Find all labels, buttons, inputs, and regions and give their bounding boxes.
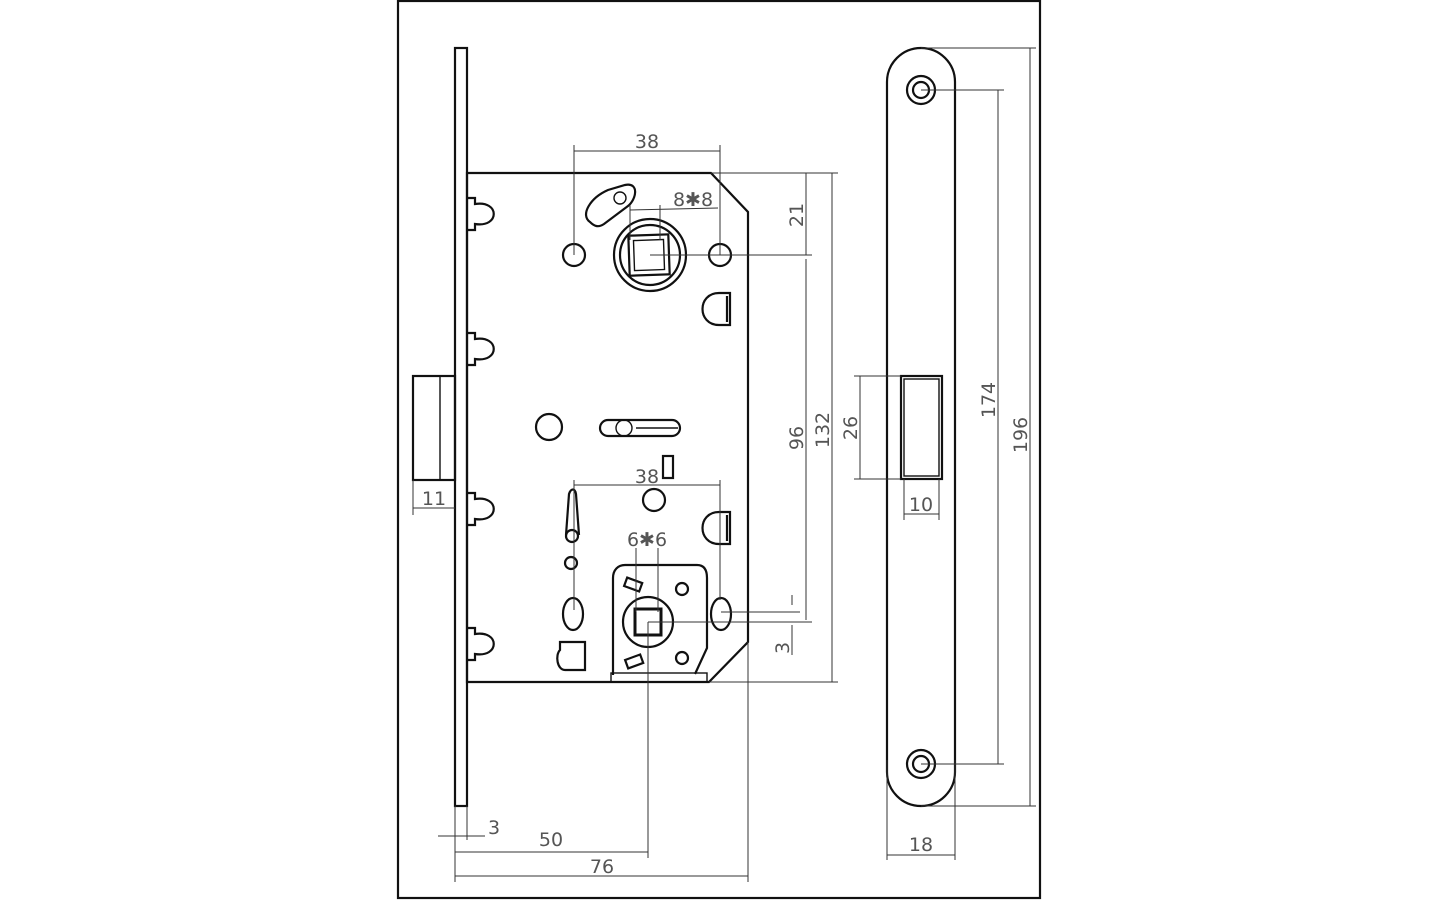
d-hole [701,291,732,327]
dim-faceplate-thickness: 3 [488,817,500,839]
drawing-frame [396,0,1042,900]
dim-opening-height: 26 [840,416,862,440]
strike-dimension-lines [854,47,1036,860]
dim-3-offset: 3 [772,642,794,654]
d-hole [701,510,732,546]
upper-slot [584,183,637,228]
small-slot [661,454,675,480]
dim-top-hole-spacing: 38 [635,131,659,153]
mounting-hooks [467,196,495,662]
latch-bolt [411,374,457,482]
knob-cutout [556,640,587,672]
strike-plate [885,46,957,808]
middle-slot [598,418,682,438]
dim-latch-projection: 11 [422,488,446,510]
dim-lower-hole-spacing: 38 [635,466,659,488]
lower-spindle-plate [610,563,709,683]
dim-opening-width: 10 [909,494,933,516]
strike-dimension-labels: 26 10 174 196 18 [840,382,1032,856]
dim-spindle-square: 8✱8 [673,189,713,211]
oval-hole [709,596,733,632]
dim-backset: 50 [539,829,563,851]
dim-132: 132 [812,412,834,448]
dim-21: 21 [786,203,808,227]
mount-hole [641,487,667,513]
lock-body [465,171,750,684]
oval-hole [561,596,585,632]
lock-dimension-labels: 38 8✱8 21 96 132 3 38 6✱6 11 3 50 76 [422,131,834,878]
mount-hole [534,412,564,442]
dim-96: 96 [786,426,808,450]
dim-hole-spacing: 174 [978,382,1000,418]
pin-slot [564,488,581,536]
dim-lower-square: 6✱6 [627,529,667,551]
dim-body-depth: 76 [590,856,614,878]
dim-plate-width: 18 [909,834,933,856]
faceplate [453,46,469,808]
lock-dimension-lines [412,145,838,882]
dim-plate-height: 196 [1010,417,1032,453]
